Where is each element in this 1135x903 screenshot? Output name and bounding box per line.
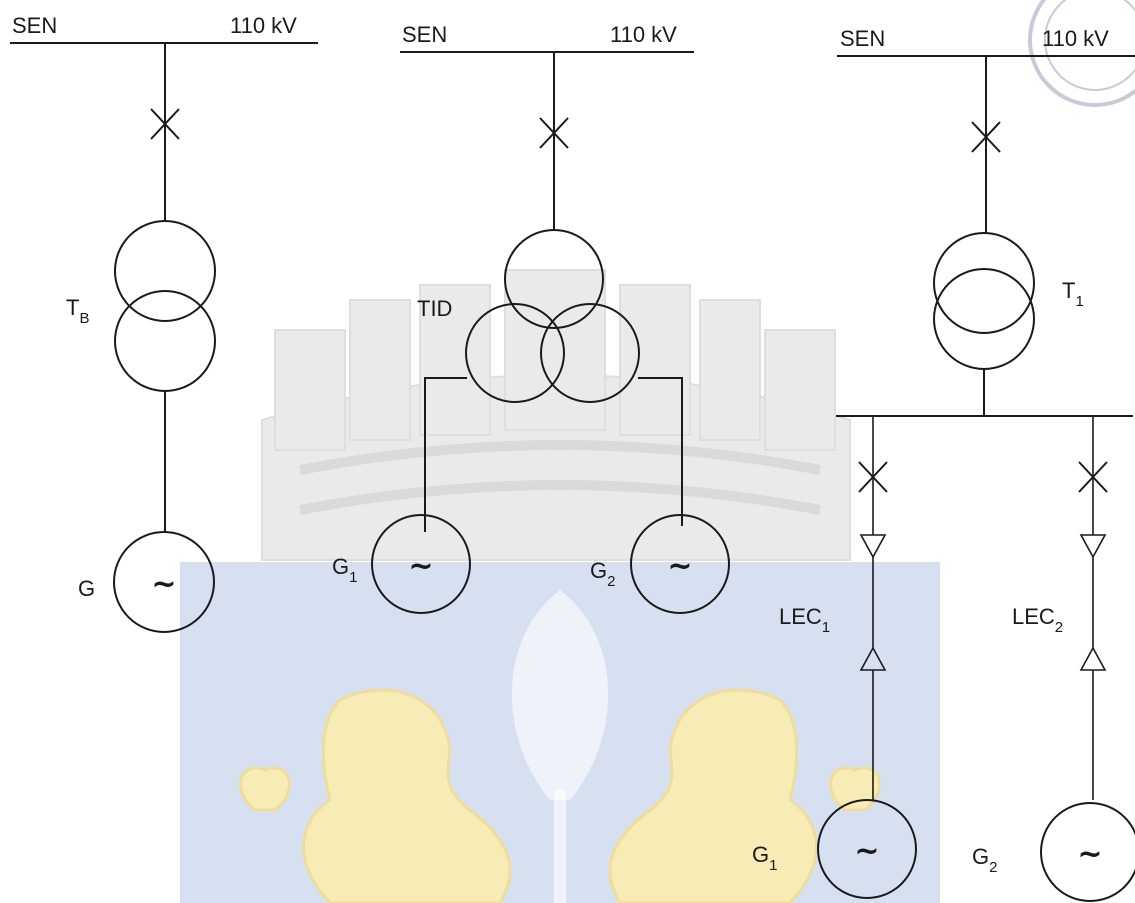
lions-watermark-icon xyxy=(239,688,881,903)
svg-text:~: ~ xyxy=(151,567,176,602)
scheme-transformer-block: SEN 110 kV TB ~ G xyxy=(10,13,318,633)
bus-label-2: SEN xyxy=(402,22,447,47)
transformer-tb-label: TB xyxy=(66,295,89,327)
line-lec1-label: LEC1 xyxy=(779,604,830,636)
transformer-t1-icon xyxy=(933,232,1035,370)
generator-g1-icon: ~ xyxy=(817,799,917,899)
castle-watermark-icon xyxy=(261,269,851,561)
svg-text:~: ~ xyxy=(1077,837,1102,872)
generator-g2-icon: ~ xyxy=(1040,802,1135,902)
generator-g1-label: G1 xyxy=(752,842,777,874)
svg-text:~: ~ xyxy=(408,549,433,584)
seal-watermark-icon xyxy=(1028,0,1135,107)
scheme-three-winding-block: SEN 110 kV TID ~ G1 ~ G2 xyxy=(332,22,730,614)
circuit-breaker-icon xyxy=(539,117,569,149)
voltage-label-2: 110 kV xyxy=(610,22,677,47)
bus-label-3: SEN xyxy=(840,26,885,51)
circuit-breaker-icon xyxy=(971,121,1001,153)
watermark xyxy=(180,0,1135,903)
circuit-breaker-icon xyxy=(858,461,888,493)
generator-g2-label: G2 xyxy=(972,844,997,876)
transformer-t1-label: T1 xyxy=(1062,278,1084,310)
generator-g-icon: ~ xyxy=(113,531,215,633)
bus-label-1: SEN xyxy=(12,13,57,38)
transformer-tid-label: TID xyxy=(417,296,452,321)
line-terminal-icon xyxy=(859,534,887,559)
generator-g2-label: G2 xyxy=(590,558,615,590)
generator-g2-icon: ~ xyxy=(630,514,730,614)
generator-g-label: G xyxy=(78,576,95,601)
generator-g1-label: G1 xyxy=(332,554,357,586)
line-terminal-icon xyxy=(1079,646,1107,671)
svg-text:~: ~ xyxy=(854,834,879,869)
line-lec2-label: LEC2 xyxy=(1012,604,1063,636)
transformer-tb-icon xyxy=(114,220,216,392)
voltage-label-1: 110 kV xyxy=(230,13,297,38)
svg-text:~: ~ xyxy=(667,549,692,584)
circuit-breaker-icon xyxy=(1078,461,1108,493)
voltage-label-3: 110 kV xyxy=(1042,26,1109,51)
generator-g1-icon: ~ xyxy=(371,514,471,614)
tree-watermark-icon xyxy=(511,590,609,903)
line-terminal-icon xyxy=(1079,534,1107,559)
scheme-line-connected-block: SEN 110 kV T1 LEC1 ~ G1 xyxy=(752,26,1135,902)
circuit-breaker-icon xyxy=(150,108,180,140)
three-winding-transformer-icon xyxy=(465,229,640,403)
